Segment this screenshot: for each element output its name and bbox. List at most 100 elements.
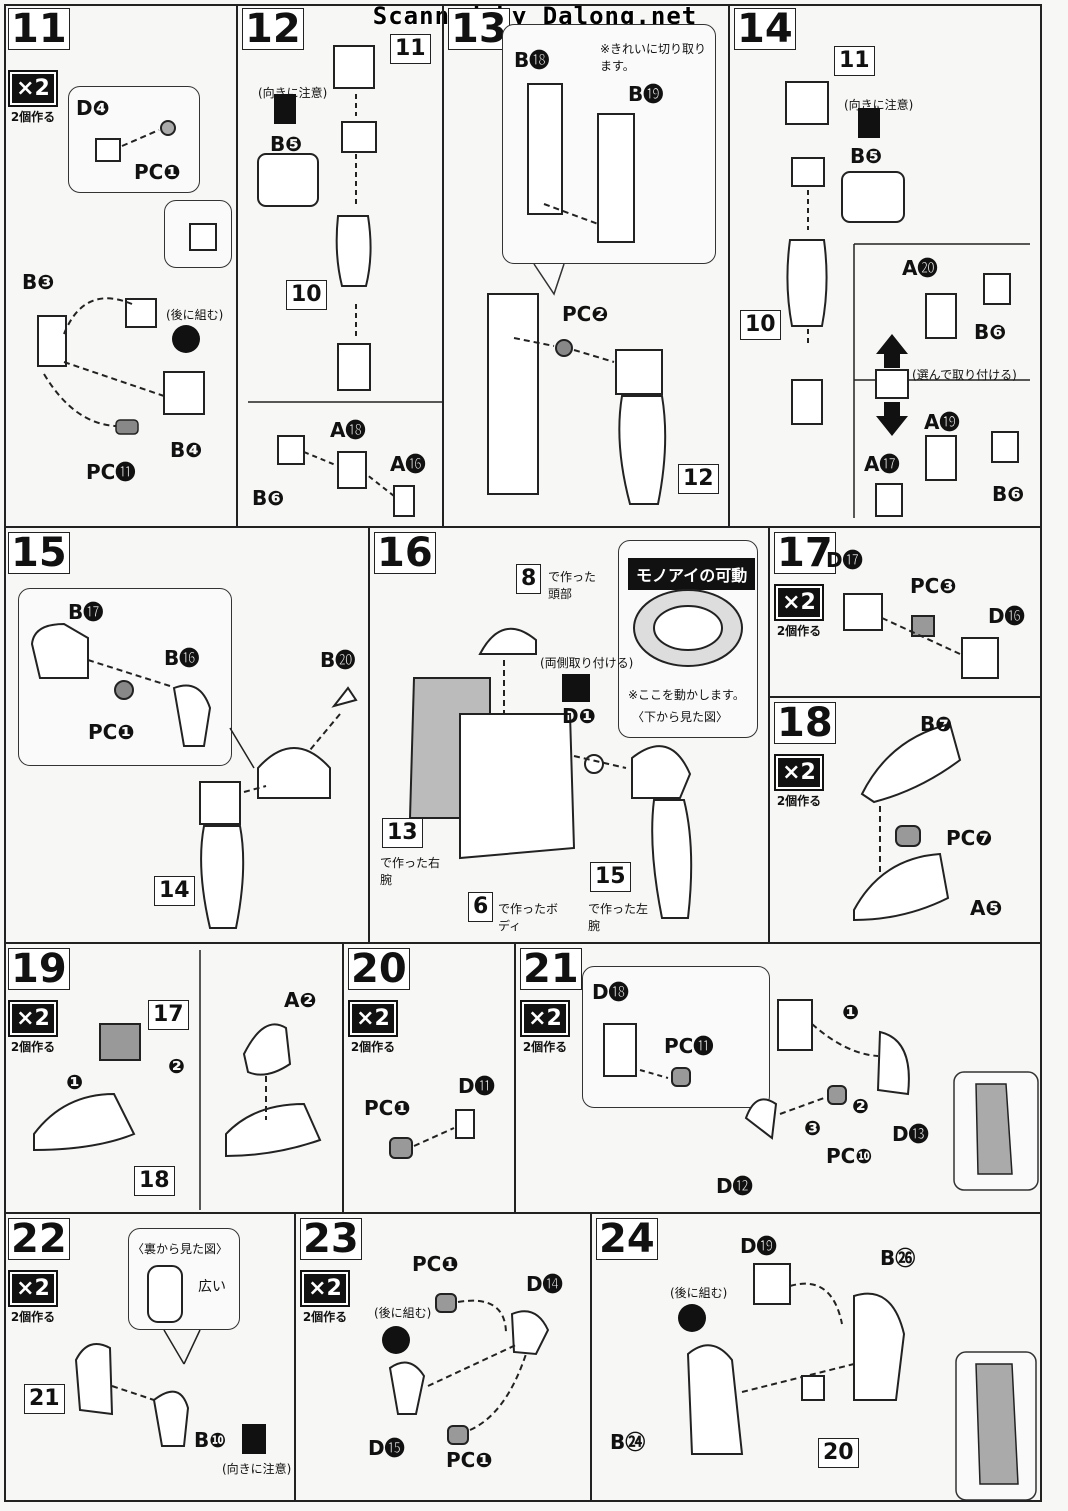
part-illustration bbox=[37, 120, 217, 435]
part-label: A⓲ bbox=[330, 418, 366, 442]
arrow-order: ❶ bbox=[842, 1000, 859, 1024]
step-number: 18 bbox=[774, 702, 836, 744]
note-wide: 広い bbox=[198, 1279, 226, 1295]
part-label: A⓳ bbox=[924, 410, 960, 434]
part-label: PC❶ bbox=[412, 1252, 459, 1276]
part-label: B❺ bbox=[270, 132, 303, 156]
step-number: 13 bbox=[448, 8, 510, 50]
part-label: PC❶ bbox=[446, 1448, 493, 1472]
part-label: PC❶ bbox=[88, 720, 135, 744]
step-24: 24 D⓳ B㉖ (後に組む) B㉔ 20 bbox=[592, 1214, 1042, 1502]
step-ref: 13 bbox=[382, 818, 423, 848]
part-label: B⓳ bbox=[628, 82, 664, 106]
note-after-assemble: (後に組む) bbox=[166, 308, 224, 322]
part-label: PC❷ bbox=[562, 302, 609, 326]
part-label: D❶ bbox=[562, 704, 596, 728]
step-number: 16 bbox=[374, 532, 436, 574]
arrow-order: ❷ bbox=[852, 1094, 869, 1118]
note-move-here: ※ここを動かします。 bbox=[628, 688, 745, 702]
part-illustration bbox=[487, 83, 667, 505]
monoeye-title: モノアイの可動 bbox=[628, 558, 756, 590]
step-number: 19 bbox=[8, 948, 70, 990]
part-label: D⓲ bbox=[592, 980, 629, 1004]
part-label: B㉖ bbox=[880, 1246, 916, 1270]
part-illustration bbox=[843, 593, 999, 679]
part-label: B❺ bbox=[850, 144, 883, 168]
note-right-arm: で作った右腕 bbox=[380, 856, 441, 887]
part-label: PC❶ bbox=[134, 160, 181, 184]
back-view-callout bbox=[128, 1228, 240, 1330]
part-label: D⓮ bbox=[526, 1272, 563, 1296]
step-number: 14 bbox=[734, 8, 796, 50]
part-label: B❻ bbox=[974, 320, 1007, 344]
step-ref: 15 bbox=[590, 862, 631, 892]
step-ref: 14 bbox=[154, 876, 195, 906]
step-ref: 20 bbox=[818, 1438, 859, 1468]
step-number: 12 bbox=[242, 8, 304, 50]
part-label: D⓳ bbox=[740, 1234, 777, 1258]
part-label: A⓰ bbox=[390, 452, 426, 476]
step-ref: 6 bbox=[468, 892, 494, 922]
part-illustration bbox=[33, 950, 322, 1210]
step-ref: 11 bbox=[390, 34, 431, 64]
note-caution: (向きに注意) bbox=[844, 98, 914, 112]
step-ref: 11 bbox=[834, 46, 875, 76]
step-number: 17 bbox=[774, 532, 836, 574]
part-label: D⓬ bbox=[716, 1174, 753, 1198]
part-illustration bbox=[382, 1293, 550, 1445]
part-label: B㉔ bbox=[610, 1430, 646, 1454]
part-label: A❷ bbox=[284, 988, 317, 1012]
note-caution: (向きに注意) bbox=[222, 1462, 292, 1476]
arrow-order: ❷ bbox=[168, 1054, 185, 1078]
step-15: 15 B⓱ B⓰ PC❶ B⓴ 14 bbox=[4, 528, 370, 944]
step-number: 11 bbox=[8, 8, 70, 50]
part-label: A⓴ bbox=[902, 256, 938, 280]
part-label: B❼ bbox=[920, 712, 953, 736]
note-body: で作ったボディ bbox=[498, 902, 559, 933]
step-number: 23 bbox=[300, 1218, 362, 1260]
part-label: PC⓫ bbox=[86, 460, 136, 484]
part-illustration bbox=[408, 589, 743, 919]
step-14: 14 11 (向きに注意) B❺ A⓴ B❻ 10 (選んで取り付ける) A⓳ … bbox=[730, 4, 1042, 528]
step-ref: 21 bbox=[24, 1384, 65, 1414]
part-label: PC⓫ bbox=[664, 1034, 714, 1058]
step-number: 24 bbox=[596, 1218, 658, 1260]
part-label: B❻ bbox=[252, 486, 285, 510]
part-illustration bbox=[785, 81, 1030, 518]
part-label: B❸ bbox=[22, 270, 55, 294]
part-illustration bbox=[853, 722, 962, 922]
step-ref: 8 bbox=[516, 564, 542, 594]
part-label: B❻ bbox=[992, 482, 1025, 506]
part-label: B⓰ bbox=[164, 646, 200, 670]
part-illustration bbox=[603, 999, 1039, 1191]
step-number: 22 bbox=[8, 1218, 70, 1260]
arrow-order: ❶ bbox=[66, 1070, 83, 1094]
part-label: A❺ bbox=[970, 896, 1003, 920]
part-illustration bbox=[74, 1265, 266, 1454]
part-label: PC❿ bbox=[826, 1144, 873, 1168]
part-illustration bbox=[678, 1263, 1037, 1500]
step-ref: 17 bbox=[148, 1000, 189, 1030]
note-left-arm: で作った左腕 bbox=[588, 902, 649, 933]
note-after-assemble: (後に組む) bbox=[670, 1286, 728, 1300]
part-label: B⓴ bbox=[320, 648, 356, 672]
step-number: 20 bbox=[348, 948, 410, 990]
part-label: B❹ bbox=[170, 438, 203, 462]
part-label: D⓭ bbox=[892, 1122, 929, 1146]
part-label: D⓱ bbox=[826, 548, 863, 572]
part-label: D⓯ bbox=[368, 1436, 405, 1460]
part-label: PC❼ bbox=[946, 826, 993, 850]
note-made-head: で作った頭部 bbox=[548, 570, 597, 601]
note-after-assemble: (後に組む) bbox=[374, 1306, 432, 1320]
part-label: PC❶ bbox=[364, 1096, 411, 1120]
